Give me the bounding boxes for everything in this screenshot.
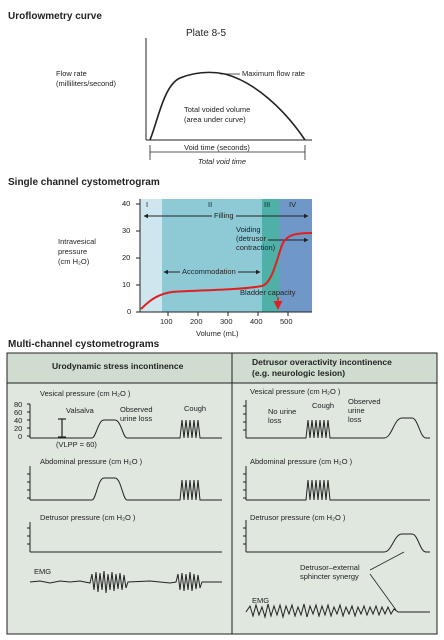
cmg-title: Single channel cystometrogram [8,177,160,188]
left-tick-60: 60 [14,408,23,417]
voiding-label-2: (detrusor [236,234,267,243]
observed-loss-label-2: urine loss [120,414,153,423]
cmg-ylabel-1: Intravesical [58,237,96,246]
phase-IV-label: IV [289,200,297,209]
no-urine-loss-label-1: No urine [268,407,297,416]
right-detrusor-trace [243,520,430,553]
voiding-label-1: Voiding [236,225,261,234]
max-flow-label: Maximum flow rate [242,69,305,78]
voided-volume-label-2: (area under curve) [184,115,246,124]
left-vesical-trace [27,403,222,439]
multi-title: Multi-channel cystometrograms [8,339,160,350]
right-abdominal-trace [243,466,430,501]
cmg-ytick-20: 20 [122,253,131,262]
left-abdominal-trace [27,466,222,501]
uroflow-ylabel-2: (milliliters/second) [56,79,117,88]
cmg-ylabel-2: pressure [58,247,88,256]
uroflow-title: Uroflowmetry curve [8,11,102,22]
uroflow-curve [149,71,306,141]
right-panel-header-1: Detrusor overactivity incontinence [252,357,392,367]
right-detrusor-label: Detrusor pressure (cm H₂O ) [250,513,346,522]
vlpp-label: (VLPP = 60) [56,440,97,449]
synergy-leader-1 [369,551,405,571]
right-vesical-label: Vesical pressure (cm H₂O ) [250,387,341,396]
uroflow-ylabel-1: Flow rate [56,69,87,78]
cmg-ytick-0: 0 [127,307,132,316]
left-tick-20: 20 [14,424,23,433]
phase-III-label: III [264,200,271,209]
left-cough-label: Cough [184,404,207,413]
cmg-ylabel-3: (cm H₂O) [58,257,90,266]
left-tick-80: 80 [14,400,23,409]
voided-volume-label-1: Total voided volume [184,105,251,114]
accommodation-label: Accommodation [180,267,238,276]
left-abdominal-label: Abdominal pressure (cm H₂O ) [40,457,143,466]
left-emg-label: EMG [34,567,52,576]
cmg-xtick-100: 100 [160,317,173,326]
valsalva-label: Valsalva [66,406,94,415]
left-detrusor-trace [27,522,222,553]
cmg-xtick-200: 200 [190,317,203,326]
phase-II-label: II [208,200,213,209]
left-tick-0: 0 [18,432,23,441]
left-vesical-label: Vesical pressure (cm H₂O ) [40,389,131,398]
left-emg-trace [29,570,222,594]
no-urine-loss-label-2: loss [268,416,282,425]
bladder-capacity-label: Bladder capacity [240,288,296,297]
synergy-leader-2 [369,573,397,611]
right-observed-label-2: urine [348,406,365,415]
cmg-ytick-40: 40 [122,199,131,208]
right-vesical-trace [243,400,430,439]
plate-label: Plate 8-5 [186,28,227,39]
right-observed-label-3: loss [348,415,362,424]
total-void-time-label: Total void time [198,157,247,166]
cmg-curve [140,232,313,310]
right-abdominal-label: Abdominal pressure (cm H₂O ) [250,457,353,466]
synergy-label-1: Detrusor–external [300,563,360,572]
right-observed-label-1: Observed [348,397,381,406]
right-emg-label: EMG [252,596,270,605]
multi-panel-frame [6,352,438,635]
right-panel-header-2: (e.g. neurologic lesion) [252,368,346,378]
void-time-label: Void time (seconds) [184,143,250,152]
left-panel-header: Urodynamic stress incontinence [52,361,184,371]
cmg-xtick-300: 300 [220,317,233,326]
cmg-xtick-500: 500 [280,317,293,326]
left-tick-40: 40 [14,416,23,425]
multi-header-band [6,352,438,384]
cmg-ytick-30: 30 [122,226,131,235]
observed-loss-label-1: Observed [120,405,153,414]
cmg-xtick-400: 400 [250,317,263,326]
filling-label: Filling [212,211,236,220]
right-cough-label: Cough [312,401,335,410]
uroflow-chart [145,38,312,160]
multi-panels [6,352,438,635]
left-detrusor-label: Detrusor pressure (cm H₂O ) [40,513,136,522]
cmg-xlabel: Volume (mL) [196,329,239,338]
phase-I-band [140,199,162,312]
voiding-label-3: contraction) [236,243,276,252]
phase-I-label: I [146,200,149,209]
cmg-ytick-10: 10 [122,280,131,289]
synergy-label-2: sphincter synergy [300,572,359,581]
right-emg-trace [245,603,430,619]
